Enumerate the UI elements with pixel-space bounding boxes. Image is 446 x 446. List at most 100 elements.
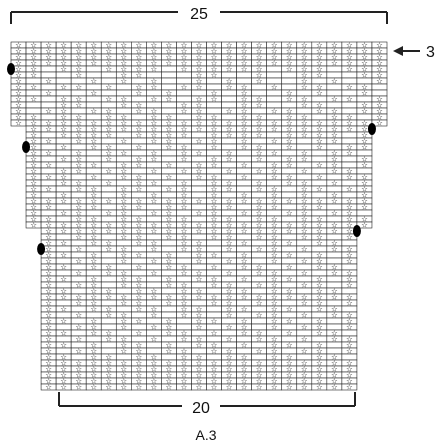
star-stitch-symbol: ☆ [226, 221, 233, 230]
star-stitch-symbol: ☆ [75, 197, 82, 206]
star-stitch-symbol: ☆ [346, 383, 353, 392]
star-stitch-symbol: ☆ [181, 383, 188, 392]
star-stitch-symbol: ☆ [135, 125, 142, 134]
stitch-cell [161, 77, 177, 85]
star-stitch-symbol: ☆ [241, 113, 248, 122]
star-stitch-symbol: ☆ [271, 119, 278, 128]
star-stitch-symbol: ☆ [316, 281, 323, 290]
star-stitch-symbol: ☆ [90, 173, 97, 182]
star-stitch-symbol: ☆ [90, 257, 97, 266]
star-stitch-symbol: ☆ [45, 107, 52, 116]
star-stitch-symbol: ☆ [30, 47, 37, 56]
star-stitch-symbol: ☆ [316, 185, 323, 194]
star-stitch-symbol: ☆ [105, 197, 112, 206]
star-stitch-symbol: ☆ [90, 143, 97, 152]
star-stitch-symbol: ☆ [75, 71, 82, 80]
star-stitch-symbol: ☆ [75, 209, 82, 218]
star-stitch-symbol: ☆ [316, 173, 323, 182]
star-stitch-symbol: ☆ [196, 95, 203, 104]
stitch-cell [236, 149, 252, 157]
star-stitch-symbol: ☆ [151, 107, 158, 116]
star-stitch-symbol: ☆ [226, 77, 233, 86]
star-stitch-symbol: ☆ [30, 119, 37, 128]
star-stitch-symbol: ☆ [241, 221, 248, 230]
star-stitch-symbol: ☆ [90, 131, 97, 140]
star-stitch-symbol: ☆ [30, 197, 37, 206]
star-stitch-symbol: ☆ [286, 47, 293, 56]
star-stitch-symbol: ☆ [90, 137, 97, 146]
star-stitch-symbol: ☆ [181, 131, 188, 140]
star-stitch-symbol: ☆ [346, 197, 353, 206]
star-stitch-symbol: ☆ [30, 143, 37, 152]
star-stitch-symbol: ☆ [166, 113, 173, 122]
star-stitch-symbol: ☆ [120, 149, 127, 158]
star-stitch-symbol: ☆ [376, 59, 383, 68]
star-stitch-symbol: ☆ [135, 47, 142, 56]
stitch-cell [146, 341, 162, 349]
star-stitch-symbol: ☆ [166, 197, 173, 206]
star-stitch-symbol: ☆ [316, 287, 323, 296]
star-stitch-symbol: ☆ [135, 41, 142, 50]
star-stitch-symbol: ☆ [75, 161, 82, 170]
star-stitch-symbol: ☆ [331, 41, 338, 50]
star-stitch-symbol: ☆ [15, 41, 22, 50]
star-stitch-symbol: ☆ [271, 41, 278, 50]
star-stitch-symbol: ☆ [60, 41, 67, 50]
star-stitch-symbol: ☆ [166, 203, 173, 212]
star-stitch-symbol: ☆ [226, 215, 233, 224]
star-stitch-symbol: ☆ [301, 53, 308, 62]
star-stitch-symbol: ☆ [271, 125, 278, 134]
star-stitch-symbol: ☆ [181, 47, 188, 56]
star-stitch-symbol: ☆ [151, 179, 158, 188]
star-stitch-symbol: ☆ [90, 185, 97, 194]
star-stitch-symbol: ☆ [271, 53, 278, 62]
star-stitch-symbol: ☆ [196, 221, 203, 230]
star-stitch-symbol: ☆ [30, 161, 37, 170]
stitch-cell [251, 251, 267, 259]
star-stitch-symbol: ☆ [241, 161, 248, 170]
star-stitch-symbol: ☆ [376, 95, 383, 104]
star-stitch-symbol: ☆ [361, 47, 368, 56]
stitch-cell [311, 149, 328, 157]
star-stitch-symbol: ☆ [241, 383, 248, 392]
star-stitch-symbol: ☆ [166, 185, 173, 194]
star-stitch-symbol: ☆ [256, 125, 263, 134]
star-stitch-symbol: ☆ [120, 251, 127, 260]
star-stitch-symbol: ☆ [166, 257, 173, 266]
star-stitch-symbol: ☆ [361, 161, 368, 170]
star-stitch-symbol: ☆ [196, 275, 203, 284]
star-stitch-symbol: ☆ [151, 131, 158, 140]
star-stitch-symbol: ☆ [331, 113, 338, 122]
star-stitch-symbol: ☆ [301, 221, 308, 230]
star-stitch-symbol: ☆ [376, 113, 383, 122]
star-stitch-symbol: ☆ [241, 131, 248, 140]
star-stitch-symbol: ☆ [196, 83, 203, 92]
star-stitch-symbol: ☆ [120, 77, 127, 86]
star-stitch-symbol: ☆ [181, 65, 188, 74]
star-stitch-symbol: ☆ [45, 149, 52, 158]
star-stitch-symbol: ☆ [120, 233, 127, 242]
star-stitch-symbol: ☆ [135, 233, 142, 242]
star-stitch-symbol: ☆ [301, 203, 308, 212]
stitch-cell [341, 101, 358, 109]
star-stitch-symbol: ☆ [105, 293, 112, 302]
star-stitch-symbol: ☆ [211, 185, 218, 194]
star-stitch-symbol: ☆ [286, 155, 293, 164]
star-stitch-symbol: ☆ [226, 53, 233, 62]
star-stitch-symbol: ☆ [105, 269, 112, 278]
star-stitch-symbol: ☆ [181, 299, 188, 308]
bottom-width-label: 20 [192, 400, 210, 417]
star-stitch-symbol: ☆ [135, 119, 142, 128]
star-stitch-symbol: ☆ [90, 47, 97, 56]
star-stitch-symbol: ☆ [30, 209, 37, 218]
stitch-cell [326, 251, 343, 259]
star-stitch-symbol: ☆ [241, 227, 248, 236]
star-stitch-symbol: ☆ [361, 203, 368, 212]
star-stitch-symbol: ☆ [301, 47, 308, 56]
star-stitch-symbol: ☆ [105, 221, 112, 230]
star-stitch-symbol: ☆ [151, 269, 158, 278]
star-stitch-symbol: ☆ [346, 125, 353, 134]
stitch-cell [161, 305, 177, 313]
star-stitch-symbol: ☆ [256, 215, 263, 224]
star-stitch-symbol: ☆ [226, 203, 233, 212]
